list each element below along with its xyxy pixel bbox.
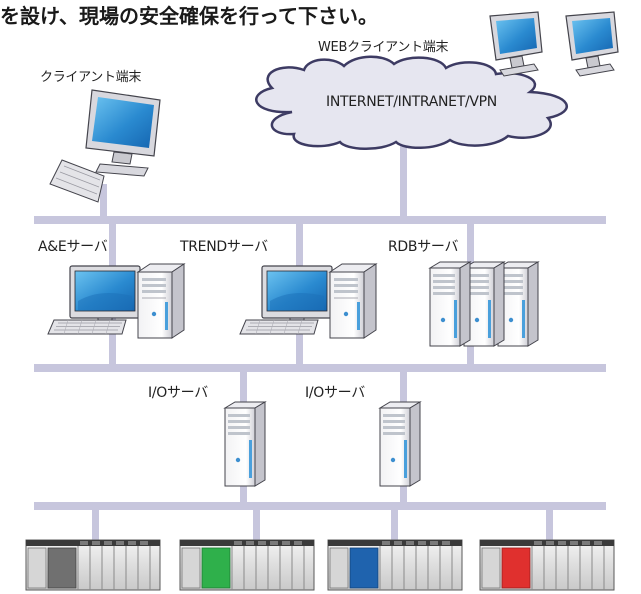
network-cloud [255,55,568,150]
web-client-monitor-2 [565,11,619,77]
plc-rack-1 [25,539,161,591]
plc-rack-2 [179,539,315,591]
plc-rack-4 [479,539,615,591]
client-terminal-label: クライアント端末 [40,70,142,85]
ae-server-label: A&Eサーバ [38,239,108,255]
network-cloud-label: INTERNET/INTRANET/VPN [326,94,497,110]
rdb-server-label: RDBサーバ [388,239,459,255]
network-bus-upper [34,216,606,224]
trend-server-label: TRENDサーバ [180,239,268,255]
web-client-label: WEBクライアント端末 [318,40,449,55]
client-terminal [49,89,161,203]
plc-rack-3 [327,539,463,591]
rdb-servers [429,261,539,347]
network-bus-middle [34,364,606,372]
io-server-1 [224,401,266,487]
io-server-2 [379,401,421,487]
io-server-1-label: I/Oサーバ [148,385,208,401]
trend-server-pc [239,263,377,339]
ae-server-pc [47,263,185,339]
header-text: を設け、現場の安全確保を行って下さい。 [0,4,378,28]
network-bus-lower [34,502,606,510]
web-client-monitor-1 [489,11,543,77]
io-server-2-label: I/Oサーバ [305,385,365,401]
